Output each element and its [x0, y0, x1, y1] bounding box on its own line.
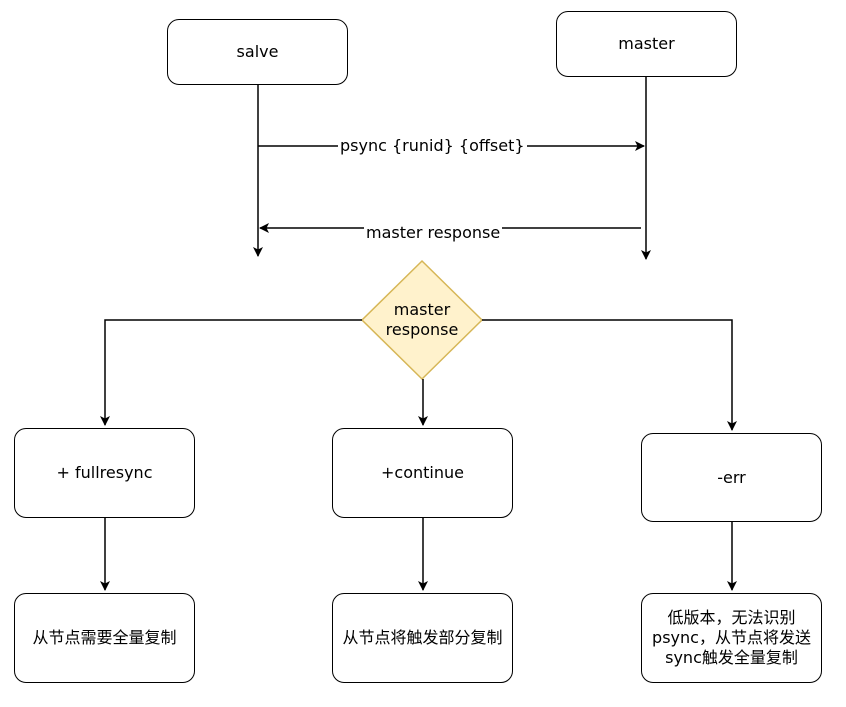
decision-label: master response — [362, 300, 482, 340]
psync-label: psync {runid} {offset} — [338, 136, 527, 156]
err-node: -err — [641, 433, 822, 522]
branch-left-arrow — [100, 319, 362, 426]
full-copy-node: 从节点需要全量复制 — [14, 593, 195, 683]
master-node: master — [556, 11, 737, 77]
fullresync-node: + fullresync — [14, 428, 195, 518]
response-label: master response — [364, 223, 503, 243]
decision-diamond — [360, 259, 484, 381]
continue-label: +continue — [381, 463, 464, 482]
low-version-label: 低版本，无法识别psync，从节点将发送sync触发全量复制 — [652, 608, 811, 667]
salve-label: salve — [236, 42, 279, 61]
err-label: -err — [717, 467, 746, 487]
salve-node: salve — [167, 19, 348, 85]
partial-copy-label: 从节点将触发部分复制 — [342, 628, 503, 647]
fullresync-label: + fullresync — [56, 463, 153, 482]
decision-label-line-2: response — [385, 320, 459, 339]
low-version-node: 低版本，无法识别psync，从节点将发送sync触发全量复制 — [641, 593, 822, 683]
decision-label-line-1: master — [393, 300, 451, 319]
continue-node: +continue — [332, 428, 513, 518]
partial-copy-node: 从节点将触发部分复制 — [332, 593, 513, 683]
full-copy-label: 从节点需要全量复制 — [32, 628, 177, 647]
branch-right-arrow — [482, 319, 737, 431]
master-label: master — [618, 34, 675, 53]
